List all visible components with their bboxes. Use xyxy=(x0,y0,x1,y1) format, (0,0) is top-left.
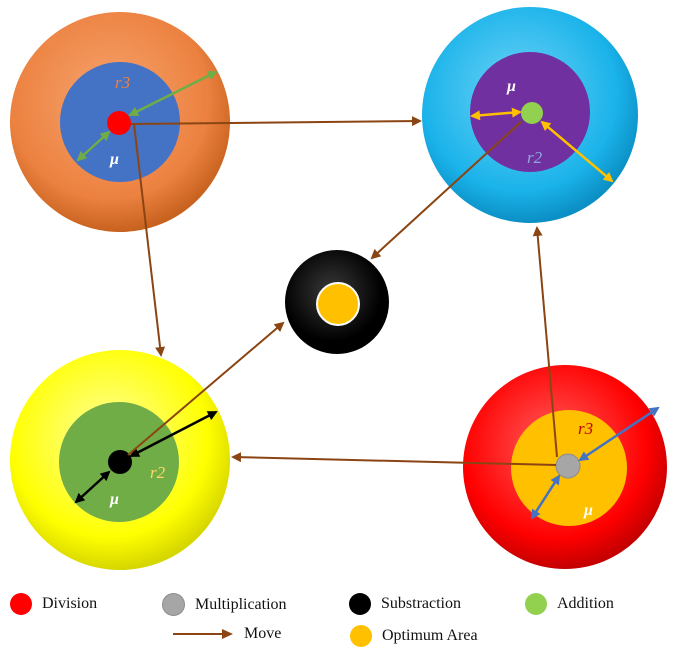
optimum-area-core xyxy=(316,282,360,326)
legend-label-substraction: Substraction xyxy=(381,595,461,612)
substraction-swatch-icon xyxy=(349,593,371,615)
radius-label: r2 xyxy=(527,148,543,167)
legend-item-multiplication: Multiplication xyxy=(162,593,287,616)
mean-label: μ xyxy=(109,151,119,168)
move-arrow-br-to-tr xyxy=(532,226,558,458)
radius-label: r3 xyxy=(115,73,130,92)
multiplication-swatch-icon xyxy=(162,593,185,616)
legend: Division Multiplication Substraction Add… xyxy=(0,585,685,654)
addition-swatch-icon xyxy=(525,593,547,615)
cluster-center xyxy=(285,250,389,354)
move-arrow-tr-to-center xyxy=(370,120,523,260)
mean-label: μ xyxy=(506,78,516,95)
operation-diagram: r3 μ μ r2 r2 μ r3 μ xyxy=(10,7,667,570)
cluster-bottom-right: r3 μ xyxy=(463,365,667,569)
radius-arrow-inner xyxy=(530,474,561,520)
radius-label: r2 xyxy=(150,463,166,482)
move-arrow-tl-to-tr xyxy=(130,116,422,127)
move-arrow-bl-to-center xyxy=(127,321,285,456)
legend-item-optimum: Optimum Area xyxy=(350,625,478,647)
radius-arrow-inner xyxy=(470,107,522,121)
mean-label: μ xyxy=(109,491,119,508)
cluster-top-right: μ r2 xyxy=(422,7,638,223)
move-arrows xyxy=(127,116,558,466)
move-arrow-br-to-bl xyxy=(231,452,557,466)
radius-label: r3 xyxy=(578,419,593,438)
legend-label-optimum: Optimum Area xyxy=(382,627,478,644)
radius-arrow-inner xyxy=(74,470,111,504)
legend-item-substraction: Substraction xyxy=(349,593,461,615)
radius-arrow-inner xyxy=(76,130,111,162)
radius-arrow-outer xyxy=(578,406,660,462)
multiplication-core xyxy=(555,453,581,479)
cluster-bottom-left: r2 μ xyxy=(10,350,230,570)
legend-label-move: Move xyxy=(244,625,282,642)
radius-arrow-outer xyxy=(540,120,614,183)
cluster-top-left: r3 μ xyxy=(10,12,230,232)
radius-arrow-outer xyxy=(129,410,218,458)
legend-item-division: Division xyxy=(10,593,97,615)
legend-label-multiplication: Multiplication xyxy=(195,595,287,613)
radius-arrow-outer xyxy=(128,70,218,117)
legend-label-addition: Addition xyxy=(557,595,614,612)
substraction-core xyxy=(108,450,132,474)
move-arrow-icon xyxy=(173,629,233,639)
legend-item-move: Move xyxy=(172,625,281,643)
addition-core xyxy=(521,102,543,124)
move-arrow-tl-to-bl xyxy=(133,123,166,357)
legend-item-addition: Addition xyxy=(525,593,614,615)
division-swatch-icon xyxy=(10,593,32,615)
legend-label-division: Division xyxy=(42,595,98,612)
mean-label: μ xyxy=(583,502,593,519)
division-core xyxy=(107,111,131,135)
optimum-area-swatch-icon xyxy=(350,625,372,647)
